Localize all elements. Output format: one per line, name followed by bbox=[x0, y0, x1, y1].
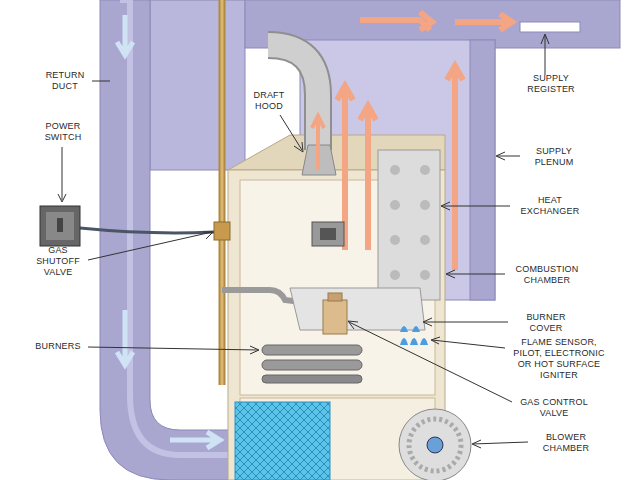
heat-exchanger bbox=[378, 150, 440, 300]
burners bbox=[262, 360, 362, 370]
burner-flames bbox=[400, 326, 428, 345]
power-switch bbox=[40, 206, 214, 246]
control-board bbox=[312, 222, 344, 246]
gas-pipe bbox=[214, 222, 230, 240]
leader-line bbox=[348, 321, 512, 402]
power-switch bbox=[46, 212, 74, 240]
leader-line bbox=[280, 115, 303, 152]
power-switch bbox=[80, 228, 214, 233]
part-label: BURNERS bbox=[30, 341, 86, 352]
gas-control-valve bbox=[328, 293, 342, 301]
leader-line bbox=[88, 346, 259, 354]
leader-line bbox=[92, 81, 110, 82]
heat-exchanger bbox=[420, 270, 430, 280]
burners bbox=[262, 375, 362, 383]
part-label: GAS SHUTOFF VALVE bbox=[28, 245, 88, 278]
return-duct bbox=[100, 0, 232, 480]
blower-wheel bbox=[399, 409, 471, 480]
supply-duct bbox=[455, 14, 512, 30]
burner-flames bbox=[420, 338, 428, 345]
supply-duct bbox=[470, 40, 495, 300]
return-duct bbox=[117, 310, 133, 365]
burner-flames bbox=[412, 326, 420, 332]
heat-exchanger bbox=[378, 150, 440, 300]
burner-cover bbox=[290, 288, 425, 330]
blower-wheel bbox=[427, 437, 443, 453]
leader-line bbox=[446, 270, 505, 278]
burners bbox=[262, 345, 362, 383]
heat-exchanger bbox=[390, 235, 400, 245]
gas-control-valve bbox=[323, 300, 347, 334]
part-label: BURNER COVER bbox=[510, 312, 582, 334]
heat-exchanger bbox=[420, 235, 430, 245]
return-duct bbox=[120, 0, 232, 455]
burners bbox=[262, 345, 362, 355]
leader-line bbox=[496, 152, 520, 160]
draft-hood bbox=[312, 116, 324, 170]
leader-line bbox=[423, 318, 508, 326]
heat-exchanger bbox=[420, 200, 430, 210]
air-filter bbox=[235, 402, 330, 480]
blower-wheel bbox=[409, 419, 461, 471]
heat-exchanger bbox=[390, 200, 400, 210]
part-label: COMBUSTION CHAMBER bbox=[507, 264, 587, 286]
warm-air-arrows bbox=[360, 106, 376, 250]
leader-line bbox=[58, 34, 549, 448]
burner-cover bbox=[290, 288, 425, 330]
supply-duct bbox=[360, 12, 432, 30]
leader-line bbox=[431, 337, 505, 348]
control-board bbox=[312, 222, 344, 246]
part-label: HEAT EXCHANGER bbox=[512, 195, 588, 217]
gas-pipe bbox=[219, 0, 226, 385]
return-duct bbox=[170, 432, 220, 448]
part-label: DRAFT HOOD bbox=[244, 90, 294, 112]
part-label: POWER SWITCH bbox=[36, 121, 90, 143]
return-duct bbox=[100, 0, 245, 480]
heat-exchanger bbox=[420, 165, 430, 175]
part-label: SUPPLY REGISTER bbox=[520, 73, 582, 95]
supply-duct bbox=[520, 22, 580, 32]
blower-wheel bbox=[399, 409, 471, 480]
return-duct bbox=[117, 15, 133, 55]
leader-line bbox=[472, 440, 528, 448]
power-switch bbox=[40, 206, 80, 246]
control-board bbox=[320, 228, 336, 240]
leader-line bbox=[58, 147, 66, 202]
part-label: BLOWER CHAMBER bbox=[530, 432, 602, 454]
heat-exchanger bbox=[390, 165, 400, 175]
burner-flames bbox=[400, 338, 408, 345]
leader-line bbox=[541, 34, 549, 75]
leader-line bbox=[441, 202, 510, 210]
burner-flames bbox=[400, 326, 408, 332]
air-filter bbox=[235, 402, 330, 480]
warm-air-arrows bbox=[337, 66, 463, 270]
part-label: RETURN DUCT bbox=[38, 70, 92, 92]
part-label: FLAME SENSOR, PILOT, ELECTRONIC OR HOT S… bbox=[507, 337, 611, 381]
leader-line bbox=[88, 232, 213, 260]
heat-exchanger bbox=[390, 270, 400, 280]
part-label: GAS CONTROL VALVE bbox=[514, 397, 594, 419]
gas-pipe bbox=[221, 0, 224, 385]
part-label: SUPPLY PLENUM bbox=[522, 146, 586, 168]
gas-control-valve bbox=[323, 293, 347, 334]
power-switch bbox=[57, 218, 63, 232]
burner-flames bbox=[410, 338, 418, 345]
warm-air-arrows bbox=[447, 66, 463, 270]
return-duct bbox=[150, 0, 245, 170]
